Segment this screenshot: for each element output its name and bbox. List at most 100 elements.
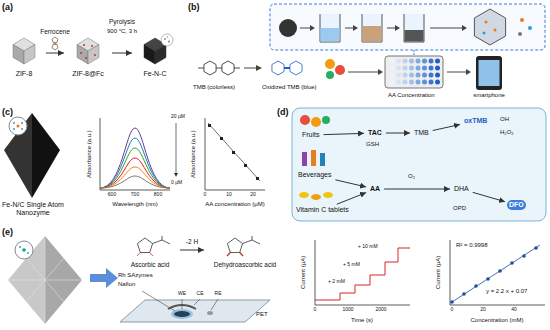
synthesis-box: [405, 30, 424, 42]
well-plate: [422, 59, 427, 85]
uv-vis-spectra: [100, 138, 170, 188]
rh-sazyme-crystal: [27, 252, 29, 254]
ascorbic-acid-molecule: [153, 236, 170, 244]
part-label: Nafion: [118, 281, 135, 288]
reaction-arrow: [244, 68, 256, 69]
connector-arrow: [337, 193, 366, 205]
fe-n-c-crystal: [144, 45, 155, 65]
fruit-icons: [335, 65, 345, 75]
fruit-icons: [325, 59, 383, 79]
connector-arrow: [323, 133, 364, 134]
panel-letter: (b): [188, 2, 200, 12]
axis-title: Absorbance (a.u.): [190, 130, 197, 178]
node-text: DHA: [454, 185, 469, 193]
species-label: TAC: [366, 128, 384, 138]
node-text: Vitamin C tablets: [296, 206, 349, 214]
panel-letter: (e): [2, 227, 13, 237]
linear-fit-plot: [450, 240, 545, 305]
connector-arrow: [335, 180, 366, 187]
zif8-crystal: [24, 45, 35, 65]
ascorbic-acid-molecule: [137, 238, 152, 253]
zif8-fc-crystal: [94, 54, 96, 56]
fe-n-c-nanozyme: [4, 113, 60, 198]
synthesis-box: [279, 19, 297, 37]
linear-fit-plot: [450, 246, 538, 304]
rh-sazyme-crystal: [15, 241, 33, 259]
fe-n-c-crystal: [167, 36, 169, 38]
synthesis-box: [404, 14, 424, 42]
species-note: OPD: [453, 205, 466, 212]
fe-n-c-nanozyme: [21, 128, 23, 130]
step-note: + 10 mM: [358, 244, 378, 250]
calibration-plot: [244, 164, 247, 167]
assay-panel: [300, 115, 310, 125]
electrode-device: [142, 291, 218, 311]
node-text: TAC: [368, 129, 382, 137]
edge-label: -2 H: [185, 238, 199, 245]
synthesis-box: [414, 50, 415, 55]
ferrocene-icon: [52, 37, 58, 50]
connector-arrow: [112, 53, 132, 54]
species-label: oxTMB: [462, 116, 489, 126]
fruit-icons: [325, 59, 335, 69]
linear-fit-plot: [510, 261, 514, 265]
rh-sazyme-crystal: [19, 246, 21, 248]
electrode-device: [120, 291, 270, 322]
plate-caption: AA Concentration: [388, 92, 435, 99]
fe-n-c-nanozyme: [13, 122, 15, 124]
axis-title: Wavelength (nm): [112, 201, 157, 208]
uv-vis-spectra: [100, 167, 170, 188]
well-plate: [385, 56, 443, 88]
linear-fit-plot: [462, 292, 466, 296]
connector-arrow: [473, 192, 505, 201]
part-label: Rh SAzymes: [118, 272, 153, 279]
uv-vis-spectra: [174, 173, 178, 177]
material-label: ZIF-8@Fc: [66, 28, 110, 78]
zif8-fc-crystal: [77, 38, 99, 64]
material-caption: Fe-N/C Single Atom Nanozyme: [0, 201, 66, 217]
uv-vis-spectra: [100, 158, 170, 188]
tick-label: 10: [226, 192, 232, 198]
zif8-crystal: [13, 38, 35, 64]
electrode-label: RE: [215, 291, 222, 297]
assay-panel: [322, 116, 330, 124]
tmb-molecule: [222, 61, 234, 75]
zif8-fc-crystal: [80, 52, 82, 54]
node-text: DFO: [509, 201, 524, 209]
oxidized-tmb-molecule: [284, 67, 290, 69]
synthesis-box: [270, 4, 545, 50]
linear-fit-plot: [498, 269, 502, 273]
node-text: Fruits: [302, 131, 320, 139]
axis-title: Current (μA): [300, 255, 307, 288]
axis-title: Time (s): [351, 317, 373, 324]
zif8-fc-crystal: [80, 44, 96, 59]
synthesis-box: [387, 28, 395, 29]
reaction-arrow: [244, 65, 262, 71]
synthesis-box: [353, 25, 358, 31]
synthesis-box: [363, 26, 382, 42]
assay-panel: [311, 117, 321, 127]
connector-arrow: [386, 133, 410, 134]
well-plate: [390, 59, 395, 85]
axis-title: Absorbance (a.u.): [86, 130, 93, 178]
well-plate: [429, 59, 434, 85]
linear-fit-plot: [450, 300, 454, 304]
synthesis-box: [528, 26, 532, 30]
well-plate: [403, 59, 408, 85]
species-note: O₂: [408, 173, 415, 180]
step-note: + 2 mM: [328, 279, 345, 285]
product-blob: DFO: [507, 200, 526, 210]
uv-vis-spectra: [100, 148, 170, 188]
calibration-plot: [205, 118, 265, 190]
fit-equation: y = 2.2 x + 0.07: [486, 288, 527, 295]
uv-vis-spectra: [100, 176, 170, 188]
ferrocene-icon: [54, 42, 56, 44]
node-text: Fe-N-C: [144, 70, 167, 78]
fe-n-c-nanozyme: [13, 128, 15, 130]
assay-panel: [311, 194, 321, 200]
synthesis-box: [430, 28, 462, 29]
assay-panel: [302, 152, 307, 166]
zif8-crystal: [13, 45, 24, 65]
oxidized-tmb-molecule: [290, 61, 302, 75]
